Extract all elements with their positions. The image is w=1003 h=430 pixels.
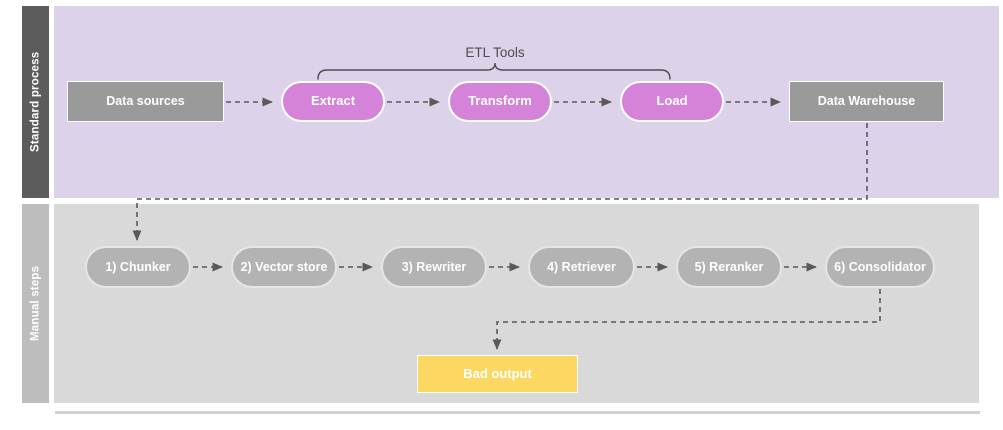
node-vector-store[interactable]: 2) Vector store xyxy=(231,246,337,288)
node-bad-output[interactable]: Bad output xyxy=(417,355,578,393)
node-reranker[interactable]: 5) Reranker xyxy=(676,246,782,288)
bottom-divider-line xyxy=(55,411,980,414)
node-transform[interactable]: Transform xyxy=(448,81,552,122)
node-consolidator[interactable]: 6) Consolidator xyxy=(825,246,935,288)
node-chunker[interactable]: 1) Chunker xyxy=(85,246,191,288)
node-data-sources[interactable]: Data sources xyxy=(67,81,224,122)
node-rewriter[interactable]: 3) Rewriter xyxy=(381,246,487,288)
lane-label-standard-process: Standard process xyxy=(22,6,49,198)
node-extract[interactable]: Extract xyxy=(281,81,385,122)
etl-tools-label: ETL Tools xyxy=(465,45,525,60)
node-retriever[interactable]: 4) Retriever xyxy=(528,246,635,288)
node-load[interactable]: Load xyxy=(620,81,724,122)
node-data-warehouse[interactable]: Data Warehouse xyxy=(789,81,944,122)
lane-label-manual-steps: Manual steps xyxy=(22,204,49,403)
